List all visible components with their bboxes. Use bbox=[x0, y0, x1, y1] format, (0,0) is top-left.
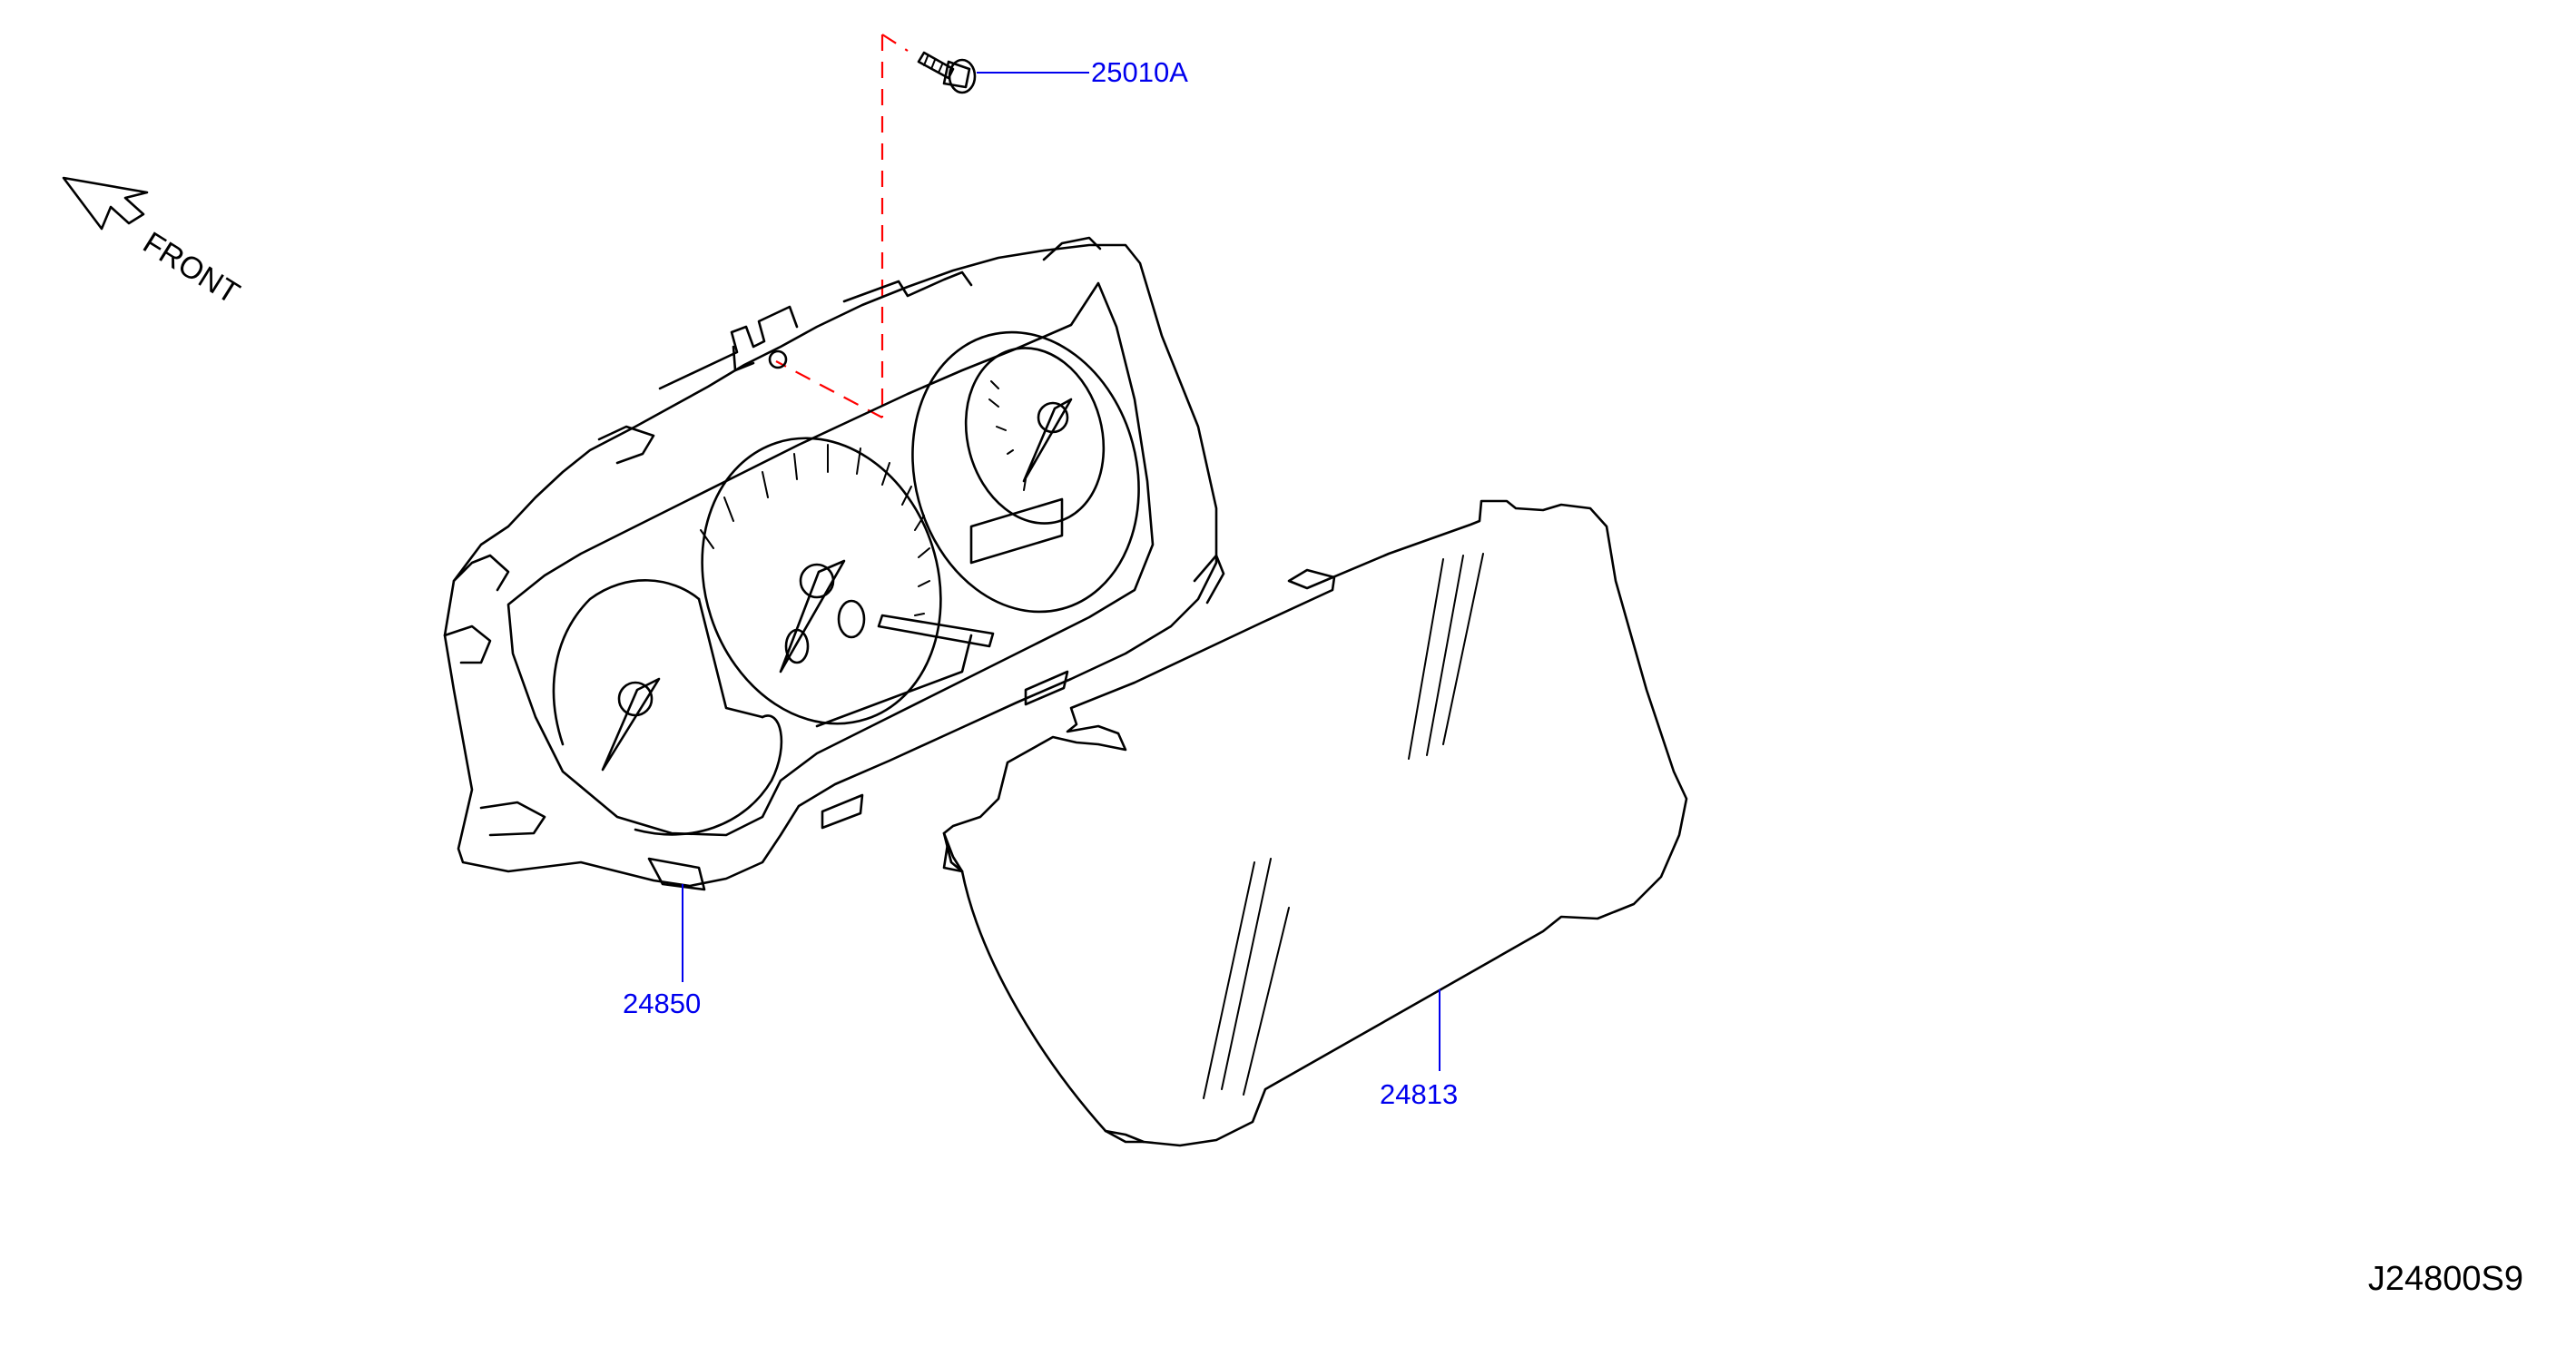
front-arrow-icon bbox=[62, 176, 149, 231]
callout-lens: 24813 bbox=[1380, 1078, 1459, 1110]
screw-icon bbox=[917, 51, 977, 94]
diagram-id: J24800S9 bbox=[2367, 1260, 2523, 1298]
mounting-guide-dashed-line bbox=[775, 34, 909, 418]
guide-top bbox=[881, 34, 909, 52]
combination-meter-drawing bbox=[443, 236, 1225, 891]
callout-meter: 24850 bbox=[623, 988, 702, 1019]
callout-screw: 25010A bbox=[1091, 56, 1188, 88]
guide-diagonal bbox=[775, 360, 883, 418]
meter-lens-drawing bbox=[942, 499, 1688, 1147]
